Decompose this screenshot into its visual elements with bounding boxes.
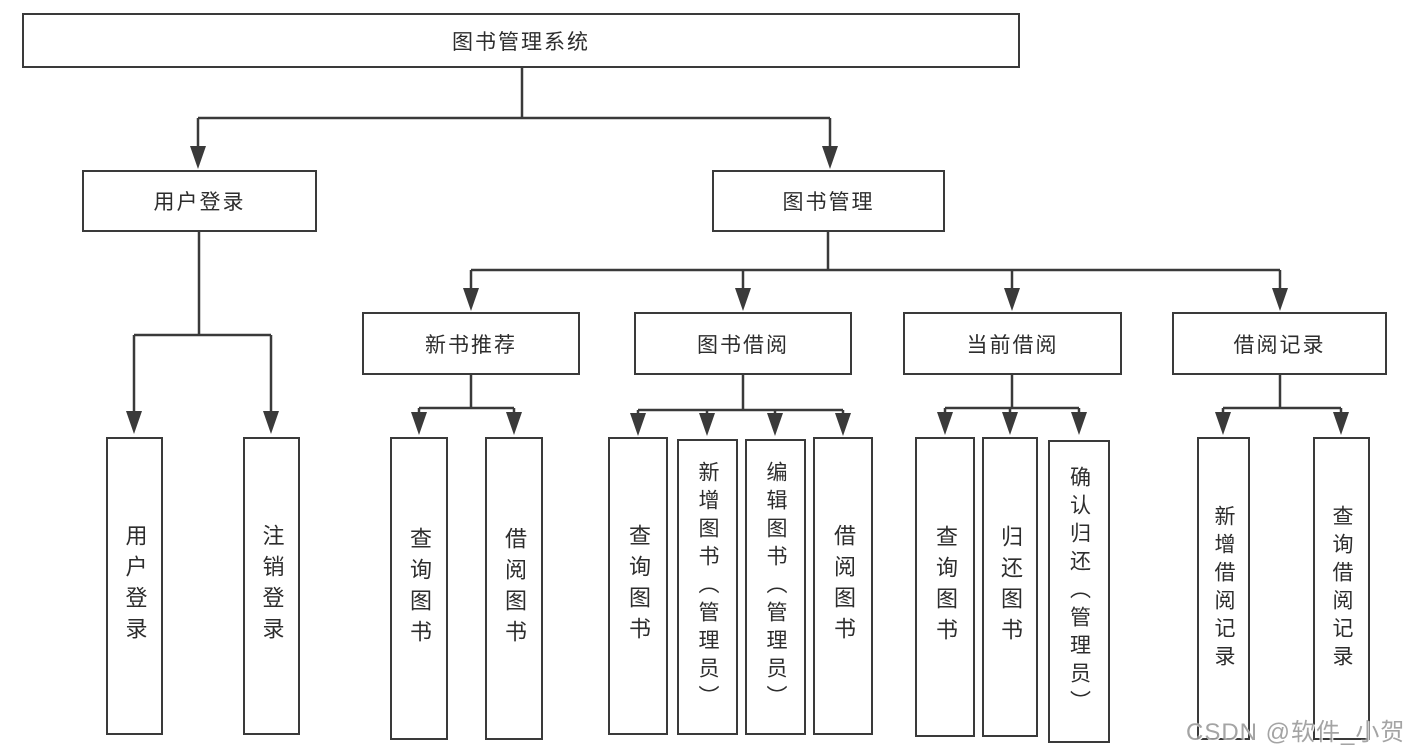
- node-book-management-label: 图书管理: [782, 191, 875, 214]
- leaf-logout-login-label: 注销登录: [259, 524, 285, 648]
- leaf-user-login-label: 用户登录: [122, 524, 148, 648]
- leaf-edit-book-admin-label: 编辑图书（管理员）: [764, 461, 787, 713]
- leaf-query-books-current-label: 查询图书: [933, 525, 958, 649]
- leaf-borrow-books-2-label: 借阅图书: [831, 524, 856, 648]
- leaf-query-books-borrow: 查询图书: [608, 437, 668, 735]
- leaf-confirm-return-admin: 确认归还（管理员）: [1048, 440, 1110, 743]
- leaf-query-books-recommend-label: 查询图书: [407, 526, 432, 651]
- node-user-login-label: 用户登录: [153, 191, 246, 214]
- watermark-text: CSDN @软件_小贺同学: [1186, 719, 1405, 746]
- leaf-query-books-current: 查询图书: [915, 437, 975, 737]
- leaf-add-borrow-record-label: 新增借阅记录: [1212, 504, 1235, 673]
- leaf-borrow-books-recommend: 借阅图书: [485, 437, 543, 740]
- node-root-label: 图书管理系统: [452, 30, 590, 54]
- leaf-add-book-admin: 新增图书（管理员）: [677, 439, 738, 735]
- node-root: 图书管理系统: [22, 13, 1020, 68]
- node-book-borrow: 图书借阅: [634, 312, 852, 375]
- leaf-borrow-books-recommend-label: 借阅图书: [502, 526, 527, 651]
- leaf-user-login: 用户登录: [106, 437, 163, 735]
- leaf-borrow-books-2: 借阅图书: [813, 437, 873, 735]
- node-book-management: 图书管理: [712, 170, 945, 232]
- leaf-return-books: 归还图书: [982, 437, 1038, 737]
- leaf-logout-login: 注销登录: [243, 437, 300, 735]
- node-current-borrow: 当前借阅: [903, 312, 1122, 375]
- leaf-query-books-recommend: 查询图书: [390, 437, 448, 740]
- leaf-add-borrow-record: 新增借阅记录: [1197, 437, 1250, 740]
- node-current-borrow-label: 当前借阅: [966, 333, 1059, 357]
- leaf-confirm-return-admin-label: 确认归还（管理员）: [1067, 465, 1091, 718]
- node-user-login: 用户登录: [82, 170, 317, 232]
- leaf-edit-book-admin: 编辑图书（管理员）: [745, 439, 806, 735]
- node-new-book-recommend-label: 新书推荐: [425, 333, 517, 357]
- node-book-borrow-label: 图书借阅: [697, 333, 789, 357]
- node-new-book-recommend: 新书推荐: [362, 312, 580, 375]
- arrowhead-icon: [126, 146, 1349, 436]
- leaf-return-books-label: 归还图书: [998, 525, 1023, 649]
- leaf-query-borrow-record: 查询借阅记录: [1313, 437, 1370, 740]
- leaf-query-books-borrow-label: 查询图书: [626, 524, 651, 648]
- leaf-add-book-admin-label: 新增图书（管理员）: [696, 461, 719, 713]
- leaf-query-borrow-record-label: 查询借阅记录: [1330, 504, 1353, 673]
- node-borrow-records-label: 借阅记录: [1233, 333, 1326, 357]
- node-borrow-records: 借阅记录: [1172, 312, 1387, 375]
